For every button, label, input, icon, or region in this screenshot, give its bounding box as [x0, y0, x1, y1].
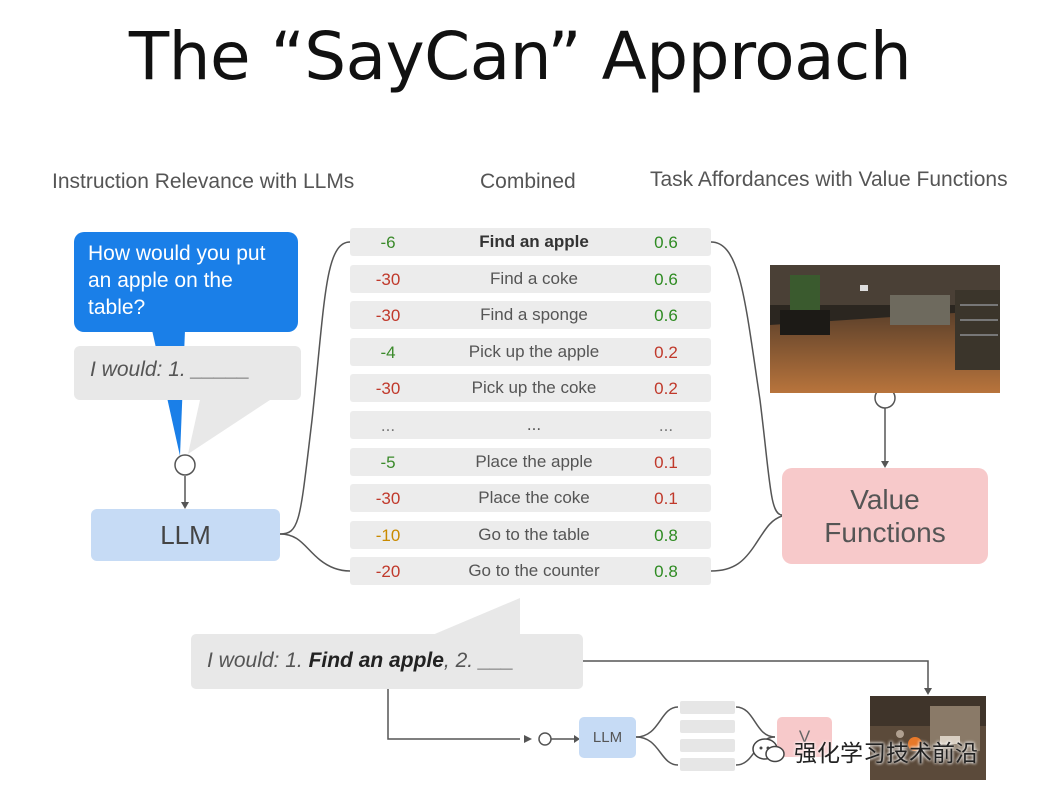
affordance-value: ...	[658, 416, 674, 435]
value-functions-box: Value Functions	[782, 468, 988, 564]
llm-score: -30	[375, 379, 401, 399]
skill-action: Go to the table	[478, 524, 590, 544]
skill-action: Find an apple	[479, 232, 589, 251]
mini-value-functions-box: V	[777, 717, 832, 757]
llm-score: -30	[375, 489, 401, 509]
mini-list-row	[680, 701, 735, 714]
skill-row: -30 Find a sponge 0.6	[350, 301, 711, 330]
next-step-prefix: I would: 1.	[207, 649, 309, 672]
skill-action: Find a sponge	[480, 305, 588, 325]
llm-score: -4	[380, 342, 396, 362]
skill-row: -20 Go to the counter 0.8	[350, 557, 711, 586]
next-step-bubble: I would: 1. Find an apple, 2. ___	[191, 634, 583, 689]
robot-camera-image-2	[870, 696, 986, 780]
next-step-chosen: Find an apple	[308, 649, 444, 672]
skill-action: ...	[526, 415, 542, 434]
skill-action: Pick up the coke	[471, 378, 597, 398]
llm-box: LLM	[91, 509, 280, 561]
watermark: 强化学习技术前沿	[752, 734, 978, 768]
skill-row: -4 Pick up the apple 0.2	[350, 337, 711, 366]
robot-camera-image	[770, 265, 1000, 393]
llm-score: -6	[380, 233, 396, 252]
affordance-value: 0.6	[654, 306, 678, 326]
value-functions-label-line1: Value	[850, 484, 920, 515]
skill-action: Place the apple	[475, 451, 593, 471]
column-heading-value: Task Affordances with Value Functions	[650, 168, 1008, 191]
skill-row: -30 Find a coke 0.6	[350, 264, 711, 293]
mini-list-row	[680, 720, 735, 733]
skill-action: Place the coke	[478, 488, 590, 508]
mini-list-row	[680, 739, 735, 752]
column-heading-llm: Instruction Relevance with LLMs	[52, 170, 355, 193]
skill-row: -30 Pick up the coke 0.2	[350, 374, 711, 403]
llm-score: -30	[375, 269, 401, 289]
affordance-value: 0.6	[654, 269, 678, 289]
llm-score: -30	[375, 306, 401, 326]
skill-row: .........	[350, 411, 711, 439]
watermark-text: 强化学习技术前沿	[794, 741, 978, 767]
skill-action: Pick up the apple	[468, 341, 600, 361]
llm-score: -20	[375, 562, 401, 582]
mini-list-row	[680, 758, 735, 771]
affordance-value: 0.1	[654, 489, 678, 509]
skill-action: Find a coke	[490, 268, 578, 288]
answer-stub-bubble: I would: 1. _____	[74, 346, 301, 400]
mini-llm-box: LLM	[579, 717, 636, 758]
affordance-value: 0.8	[654, 562, 678, 582]
chat-bubble-icon	[752, 738, 785, 763]
slide-title: The “SayCan” Approach	[128, 18, 912, 95]
next-step-suffix: , 2. ___	[443, 649, 514, 672]
column-heading-combined: Combined	[480, 170, 576, 193]
affordance-value: 0.2	[654, 342, 678, 362]
skill-row: -30 Place the coke 0.1	[350, 484, 711, 513]
llm-score: -10	[375, 525, 401, 545]
affordance-value: 0.1	[654, 452, 678, 472]
affordance-value: 0.6	[654, 233, 678, 252]
llm-score: -5	[380, 452, 396, 472]
affordance-value: 0.2	[654, 379, 678, 399]
skill-row: -6 Find an apple 0.6	[350, 228, 711, 256]
llm-score: ...	[380, 416, 396, 435]
affordance-value: 0.8	[654, 525, 678, 545]
instruction-bubble: How would you put an apple on the table?	[74, 232, 298, 332]
skill-row: -10 Go to the table 0.8	[350, 520, 711, 549]
skill-action: Go to the counter	[468, 561, 600, 581]
skill-row: -5 Place the apple 0.1	[350, 447, 711, 476]
value-functions-label-line2: Functions	[824, 517, 946, 548]
